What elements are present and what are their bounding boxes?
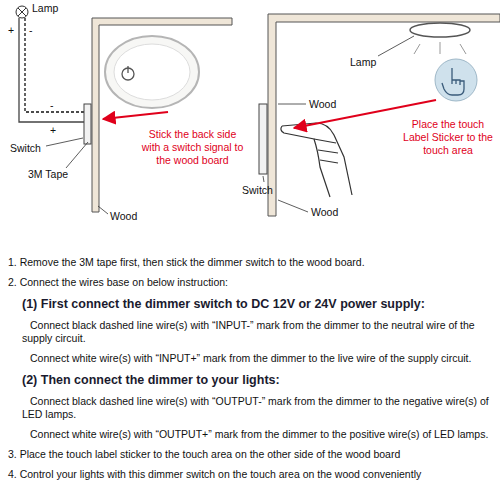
wood-board <box>268 14 500 216</box>
ceiling-lamp <box>410 23 470 54</box>
part-name: Lamp <box>32 2 58 14</box>
wood-board <box>92 18 232 212</box>
instruction-heading: (2) Then connect the dimmer to your ligh… <box>6 372 496 388</box>
hand <box>281 123 352 197</box>
switch-body <box>84 104 91 144</box>
part-name: 3M Tape <box>28 168 68 180</box>
part-name: Lamp <box>350 56 376 68</box>
instructions: 1. Remove the 3M tape first, then stick … <box>6 256 496 488</box>
note-text: Place the touch Label Sticker to the tou… <box>398 118 498 157</box>
instruction-text: Connect white wire(s) with “INPUT+” mark… <box>6 352 496 365</box>
part-name: Wood <box>311 206 338 218</box>
leader-lines <box>263 36 414 212</box>
switch-back-disc <box>105 36 199 108</box>
polarity-mark: - <box>50 99 54 111</box>
polarity-mark: + <box>8 24 14 36</box>
red-arrow <box>103 112 168 119</box>
part-name: Wood <box>309 98 336 110</box>
instruction-step: 3. Place the touch label sticker to the … <box>6 448 496 461</box>
note-text: Stick the back side with a switch signal… <box>140 128 245 167</box>
instruction-heading: (1) First connect the dimmer switch to D… <box>6 296 496 312</box>
polarity-mark: + <box>50 124 56 136</box>
lamp-symbol <box>16 6 28 18</box>
part-name: Switch <box>10 142 41 154</box>
polarity-mark: - <box>29 24 33 36</box>
switch-body <box>259 104 267 174</box>
instruction-step: 1. Remove the 3M tape first, then stick … <box>6 256 496 269</box>
instruction-step: 2. Connect the wires base on below instr… <box>6 276 496 289</box>
instruction-text: Connect black dashed line wire(s) with “… <box>6 319 496 345</box>
instruction-text: Connect black dashed line wire(s) with “… <box>6 395 496 421</box>
wires <box>19 18 84 122</box>
part-name: Switch <box>242 184 273 196</box>
instruction-step: 4. Control your lights with this dimmer … <box>6 468 496 481</box>
touch-sticker <box>435 59 477 101</box>
part-name: Wood <box>110 210 137 222</box>
instruction-text: Connect white wire(s) with “OUTPUT+” mar… <box>6 428 496 441</box>
